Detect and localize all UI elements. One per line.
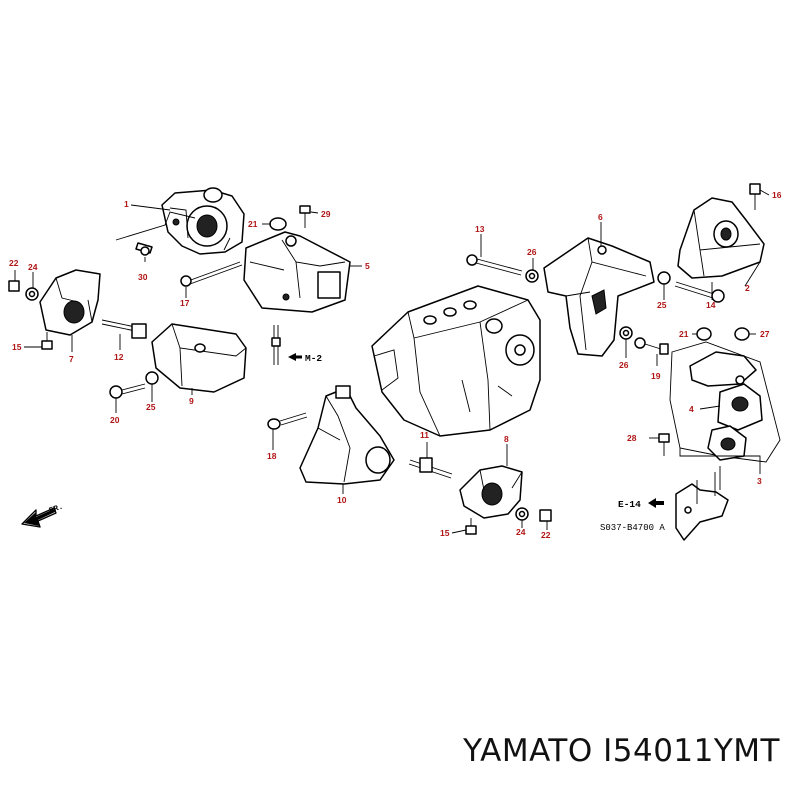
callout-18: 18: [267, 451, 277, 461]
bolt-15-left: [41, 332, 53, 350]
diagram-code: S037-B4700 A: [600, 523, 665, 533]
bolt-19: [634, 337, 669, 355]
callout-30: 30: [138, 272, 148, 282]
callout-3: 3: [757, 476, 762, 486]
part-7-mount: [39, 269, 101, 336]
washer-26-upper: [525, 269, 539, 283]
callout-21-upper: 21: [248, 219, 258, 229]
bracket-e14: [675, 466, 729, 541]
bolt-11: [408, 457, 453, 479]
callout-15-left: 15: [12, 342, 22, 352]
bolt-20: [109, 383, 146, 399]
callout-1: 1: [124, 199, 129, 209]
bolt-13: [466, 254, 523, 276]
callout-16: 16: [772, 190, 782, 200]
callout-26-lower: 26: [619, 360, 629, 370]
callout-25-right: 25: [657, 300, 667, 310]
callout-9: 9: [189, 396, 194, 406]
callout-4: 4: [689, 404, 694, 414]
bolt-14: [674, 281, 725, 303]
part-10-bracket: [299, 385, 395, 485]
callout-8: 8: [504, 434, 509, 444]
callout-5: 5: [365, 261, 370, 271]
part-8-mount: [459, 465, 523, 519]
callout-24-bottom: 24: [516, 527, 526, 537]
engine-block: [371, 285, 541, 437]
callout-26-upper: 26: [527, 247, 537, 257]
nut-21-upper: [269, 217, 287, 231]
part-1-engine-mount: [161, 187, 245, 255]
callout-25-left: 25: [146, 402, 156, 412]
callout-12: 12: [114, 352, 124, 362]
reference-m2: M-2: [305, 353, 322, 364]
bolt-30: [135, 242, 153, 256]
brand-part-number: YAMATO I54011YMT: [463, 733, 780, 769]
bolt-29: [299, 205, 311, 228]
callout-15-bottom: 15: [440, 528, 450, 538]
nut-27: [734, 327, 750, 341]
nut-22-bottom: [539, 509, 552, 522]
part-5-bracket: [243, 231, 351, 313]
arrow-e14: [648, 498, 664, 508]
callout-28: 28: [627, 433, 637, 443]
washer-25-right: [657, 271, 671, 285]
callout-2: 2: [745, 283, 750, 293]
reference-e14: E-14: [618, 499, 641, 510]
part-3-mount-assembly: [669, 341, 781, 463]
washer-25-left: [145, 371, 159, 385]
bolt-28: [658, 433, 670, 456]
stud-16: [749, 183, 761, 210]
callout-17: 17: [180, 298, 190, 308]
callout-22-left: 22: [9, 258, 19, 268]
bolt-17: [180, 261, 243, 287]
callout-10: 10: [337, 495, 347, 505]
callout-29: 29: [321, 209, 331, 219]
callout-27: 27: [760, 329, 770, 339]
washer-24-bottom: [515, 507, 529, 521]
callout-6: 6: [598, 212, 603, 222]
leader-lines: [14, 189, 770, 534]
part-2-mount: [677, 197, 765, 279]
nut-22-left: [8, 280, 20, 292]
front-label: FR.: [48, 502, 65, 515]
callout-14: 14: [706, 300, 716, 310]
callout-22-bottom: 22: [541, 530, 551, 540]
arrow-m2: [288, 353, 302, 361]
bolt-15-bottom: [465, 518, 477, 535]
washer-26-lower: [619, 326, 633, 340]
callout-19: 19: [651, 371, 661, 381]
part-9-bracket: [151, 323, 247, 393]
callout-11: 11: [420, 430, 429, 440]
callout-13: 13: [475, 224, 485, 234]
callout-7: 7: [69, 354, 74, 364]
callout-24-left: 24: [28, 262, 38, 272]
bolt-12: [101, 319, 147, 339]
stud-m2: [271, 325, 281, 365]
part-6-bracket: [543, 237, 655, 357]
front-arrow-icon: [21, 507, 57, 528]
callout-21-right: 21: [679, 329, 689, 339]
washer-24-left: [25, 287, 39, 301]
bolt-18: [267, 412, 308, 430]
callout-20: 20: [110, 415, 120, 425]
nut-21-right: [696, 327, 712, 341]
